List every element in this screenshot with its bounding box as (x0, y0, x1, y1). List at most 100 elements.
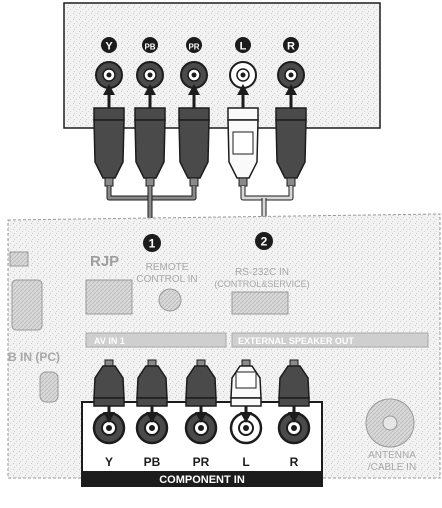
component-jack-label: PR (193, 455, 210, 469)
plug-arrow-head (144, 84, 156, 95)
device-jack-3: L (227, 37, 259, 187)
plug-collar (178, 107, 210, 121)
av-in-label: AV IN 1 (94, 336, 125, 346)
remote-port (158, 288, 182, 312)
speaker-bar (231, 332, 429, 348)
tv-plug-4 (278, 359, 310, 423)
plug-collar (227, 107, 259, 121)
antenna-label-1: ANTENNA (368, 450, 416, 461)
plug-collar (275, 107, 307, 121)
plug-band (232, 131, 254, 155)
component-jack-pin (149, 425, 155, 431)
device-jack-2: PR (178, 37, 210, 187)
plug-collar (278, 397, 310, 407)
plug-arrow-head (188, 84, 200, 95)
antenna-label-2: /CABLE IN (368, 462, 416, 473)
device-jack-4: R (275, 37, 307, 187)
component-jack-pin (243, 425, 249, 431)
jack-pin (191, 72, 197, 78)
cable-boot (189, 177, 199, 187)
cable-boot (238, 177, 248, 187)
plug-collar (230, 397, 262, 407)
jack-badge (101, 37, 117, 53)
remote-label-2: CONTROL IN (136, 274, 197, 285)
audio-cable-top-outline (240, 186, 294, 201)
jack-badge (186, 37, 202, 53)
component-jack-pin (291, 425, 297, 431)
audio-cable-top (241, 186, 293, 200)
component-jack-labels: Y PB PR L R (105, 455, 299, 469)
callout-1-text: 1 (149, 237, 156, 251)
tv-plug-0 (93, 359, 125, 423)
plug-collar (134, 107, 166, 121)
jack-badge-text: L (240, 41, 247, 53)
plug-arrow-head (103, 412, 115, 423)
callout-1: 1 (143, 234, 161, 252)
plug-arrow-head (146, 412, 158, 423)
audio-in-port (39, 371, 59, 403)
callout-2-text: 2 (261, 235, 268, 249)
rs232-label-1: RS-232C IN (235, 267, 289, 278)
rgb-port (11, 279, 43, 331)
jack-badge (142, 37, 158, 53)
plug-arrow-head (240, 412, 252, 423)
jack-badge (235, 37, 251, 53)
antenna-port-center (382, 415, 398, 431)
jack-pin (147, 72, 153, 78)
callout-2: 2 (255, 232, 273, 250)
plug-body (134, 119, 166, 179)
plug-collar (93, 397, 125, 407)
remote-label-1: REMOTE (146, 262, 189, 273)
jack-badge-text: Y (105, 41, 113, 53)
jack-badge-text: PR (188, 43, 199, 52)
jack-badge-text: PB (144, 43, 155, 52)
cable-boot (145, 177, 155, 187)
plug-body (275, 119, 307, 179)
device-jack-1: PB (134, 37, 166, 187)
plug-band (235, 371, 257, 389)
tv-plug-1 (136, 359, 168, 423)
component-in-bar (82, 471, 322, 487)
component-jack-label: L (242, 455, 249, 469)
jack-badge-text: R (287, 41, 295, 53)
callout-1-badge (143, 234, 161, 252)
plug-arrow-head (103, 84, 115, 95)
plug-body (93, 119, 125, 179)
component-jack-label: Y (105, 455, 113, 469)
tv-back-panel: B IN (PC) RJP REMOTE CONTROL IN RS-232C … (7, 213, 441, 487)
tv-plug-3 (230, 359, 262, 423)
cable-boot (104, 177, 114, 187)
device-jack-0: Y (93, 37, 125, 187)
component-jack-label: R (290, 455, 299, 469)
av-in-bar (85, 332, 227, 348)
tv-plugs (93, 359, 310, 423)
jack-pin (288, 72, 294, 78)
plug-collar (93, 107, 125, 121)
component-jack-label: PB (144, 455, 161, 469)
component-in-label: COMPONENT IN (159, 474, 245, 486)
cable-boot (286, 177, 296, 187)
plug-collar (185, 397, 217, 407)
callout-2-badge (255, 232, 273, 250)
plug-arrow-head (195, 412, 207, 423)
plug-body (178, 119, 210, 179)
jack-pin (106, 72, 112, 78)
component-jack-pin (106, 425, 112, 431)
rgb-in-label: B IN (PC) (8, 350, 60, 364)
rjp-port (85, 279, 133, 315)
plug-arrow-head (237, 84, 249, 95)
plug-arrow-head (288, 412, 300, 423)
rjp-label: RJP (90, 253, 119, 270)
speaker-label: EXTERNAL SPEAKER OUT (238, 336, 354, 346)
jack-pin (240, 72, 246, 78)
jack-badge (283, 37, 299, 53)
plug-arrow-head (285, 84, 297, 95)
rs232-port (231, 291, 289, 315)
plug-collar (136, 397, 168, 407)
component-jack-pin (198, 425, 204, 431)
rgb-port-top (9, 251, 29, 267)
device-jacks: Y PB PR L R (93, 37, 307, 187)
external-device: Y PB PR L R (63, 2, 381, 187)
